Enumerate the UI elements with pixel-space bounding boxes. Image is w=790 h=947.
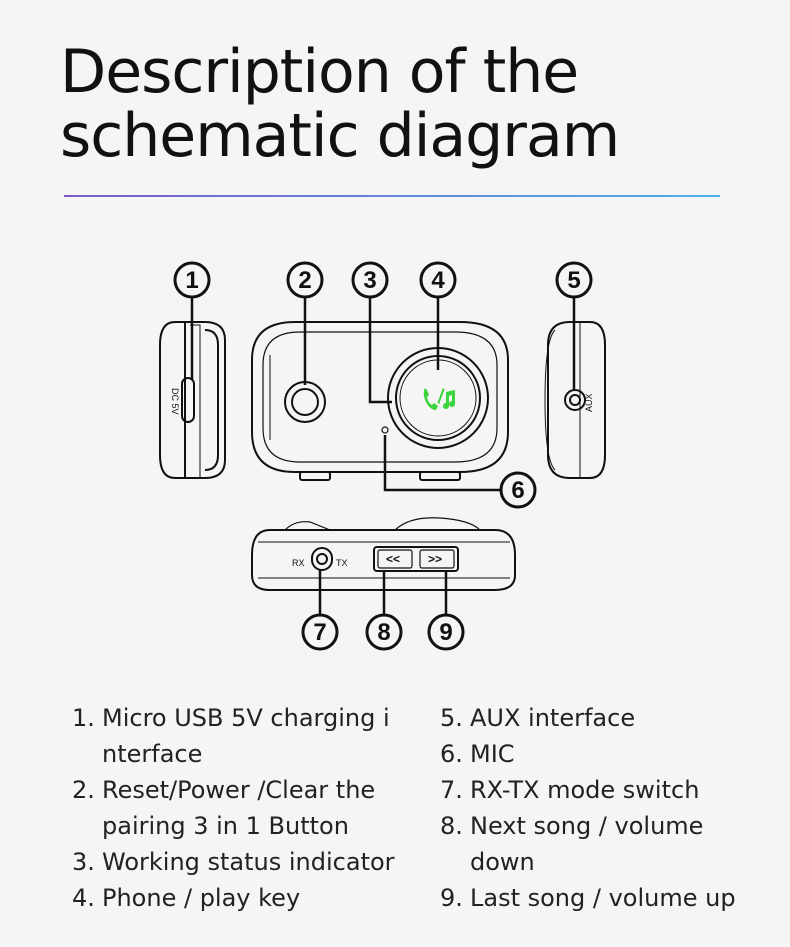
- legend-item: 8. Next song / volume down: [440, 808, 760, 880]
- tx-label: TX: [336, 558, 348, 568]
- legend-right: 5. AUX interface 6. MIC 7. RX-TX mode sw…: [440, 700, 760, 916]
- callout-7: 7: [313, 619, 326, 646]
- legend-item: 3. Working status indicator: [72, 844, 402, 880]
- callout-4: 4: [431, 267, 445, 294]
- callout-5: 5: [567, 267, 580, 294]
- title-line-1: Description of the: [60, 37, 579, 107]
- next-button-label: >>: [428, 552, 442, 566]
- legend-number: 2.: [72, 776, 95, 804]
- legend-item: 1. Micro USB 5V charging i nterface: [72, 700, 402, 772]
- callout-circles: [173, 261, 593, 651]
- legend-text: Reset/Power /Clear the pairing 3 in 1 Bu…: [102, 776, 376, 840]
- bottom-view: [251, 517, 516, 591]
- legend-number: 1.: [72, 704, 95, 732]
- legend-text: Next song / volume down: [470, 812, 704, 876]
- legend-item: 4. Phone / play key: [72, 880, 402, 916]
- callout-8: 8: [377, 619, 390, 646]
- callout-1: 1: [185, 267, 198, 294]
- legend-number: 8.: [440, 812, 463, 840]
- legend-item: 5. AUX interface: [440, 700, 760, 736]
- front-view: [251, 321, 509, 481]
- device-diagram: 1 2 3 4 5 6 7 8 9 DC 5V AUX RX TX << >>: [159, 261, 606, 651]
- legend-item: 6. MIC: [440, 736, 760, 772]
- legend-text: Working status indicator: [102, 848, 395, 876]
- callout-2: 2: [298, 267, 311, 294]
- rx-label: RX: [292, 558, 305, 568]
- legend-number: 5.: [440, 704, 463, 732]
- prev-button-label: <<: [386, 552, 400, 566]
- phone-music-icon: [423, 388, 455, 410]
- page-title: Description of the schematic diagram: [60, 37, 620, 171]
- callout-6: 6: [511, 477, 524, 504]
- legend-number: 7.: [440, 776, 463, 804]
- dc-5v-label: DC 5V: [170, 388, 180, 415]
- title-divider: [64, 195, 720, 197]
- legend-text: Micro USB 5V charging i nterface: [102, 704, 390, 768]
- aux-label: AUX: [584, 393, 594, 412]
- callout-9: 9: [439, 619, 452, 646]
- callout-3: 3: [363, 267, 376, 294]
- legend-text: Last song / volume up: [470, 884, 736, 912]
- legend-item: 2. Reset/Power /Clear the pairing 3 in 1…: [72, 772, 402, 844]
- legend-number: 9.: [440, 884, 463, 912]
- legend-item: 7. RX-TX mode switch: [440, 772, 760, 808]
- leader-lines: [190, 298, 576, 614]
- legend-text: RX-TX mode switch: [470, 776, 700, 804]
- legend-left: 1. Micro USB 5V charging i nterface 2. R…: [72, 700, 402, 916]
- legend-text: Phone / play key: [102, 884, 301, 912]
- legend-number: 3.: [72, 848, 95, 876]
- title-line-2: schematic diagram: [60, 101, 620, 171]
- legend-number: 4.: [72, 884, 95, 912]
- legend-number: 6.: [440, 740, 463, 768]
- legend-text: AUX interface: [470, 704, 636, 732]
- legend-item: 9. Last song / volume up: [440, 880, 760, 916]
- legend-text: MIC: [470, 740, 515, 768]
- left-side-view: [159, 321, 226, 479]
